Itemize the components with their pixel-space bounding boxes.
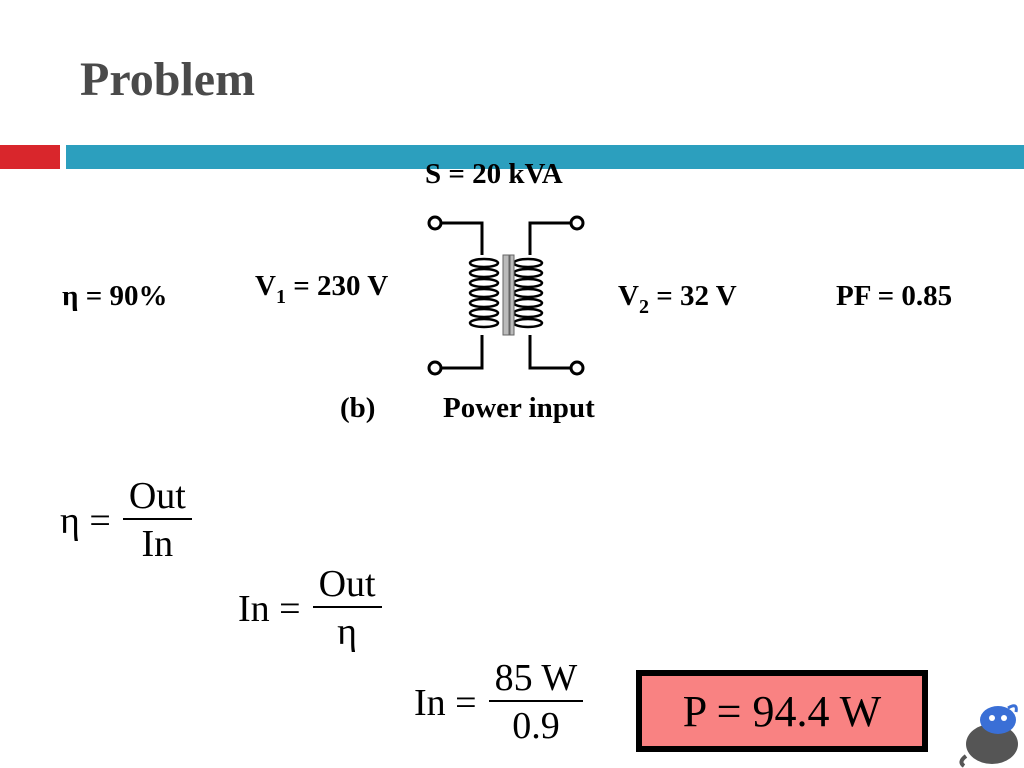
apparent-power-label: S = 20 kVA: [425, 158, 563, 190]
primary-voltage-label: V1 = 230 V: [255, 270, 389, 308]
eq2-denominator: η: [337, 611, 358, 653]
eq2-fraction: Out η: [312, 562, 382, 656]
eq1-fraction-bar: [122, 518, 192, 520]
eq3-fraction: 85 W 0.9: [488, 656, 584, 750]
eq3-fraction-bar: [488, 700, 584, 702]
header-accent-red: [0, 145, 60, 169]
slide-title: Problem: [80, 53, 256, 106]
efficiency-label: η = 90%: [62, 280, 168, 312]
v1-subscript: 1: [275, 286, 286, 308]
eq2-lhs: In =: [238, 588, 301, 630]
eq3-lhs: In =: [414, 682, 477, 724]
eq2-fraction-bar: [312, 606, 382, 608]
eq1-lhs: η =: [60, 500, 111, 542]
equation-input-general: In = Out η: [238, 562, 382, 656]
secondary-voltage-label: V2 = 32 V: [618, 280, 737, 318]
eq2-numerator: Out: [318, 563, 376, 605]
v2-value: = 32 V: [648, 280, 737, 312]
v1-value: = 230 V: [285, 270, 389, 302]
equation-input-numeric: In = 85 W 0.9: [414, 656, 584, 750]
equation-efficiency: η = Out In: [60, 474, 192, 568]
v1-symbol: V: [255, 270, 276, 302]
result-text: P = 94.4 W: [682, 686, 882, 736]
v2-symbol: V: [618, 280, 639, 312]
eq1-numerator: Out: [128, 475, 186, 517]
mascot-icon: [959, 704, 1018, 768]
transformer-diagram: [427, 215, 585, 376]
eq3-numerator: 85 W: [494, 657, 578, 699]
diagram-caption: Power input: [443, 392, 595, 424]
part-label: (b): [340, 392, 376, 424]
eq1-fraction: Out In: [122, 474, 192, 568]
eq1-denominator: In: [141, 523, 174, 565]
header-accent-blue: [66, 145, 1024, 169]
eq3-denominator: 0.9: [512, 705, 560, 747]
power-factor-label: PF = 0.85: [836, 280, 953, 312]
v2-subscript: 2: [638, 296, 649, 318]
result-box: P = 94.4 W: [636, 670, 928, 752]
